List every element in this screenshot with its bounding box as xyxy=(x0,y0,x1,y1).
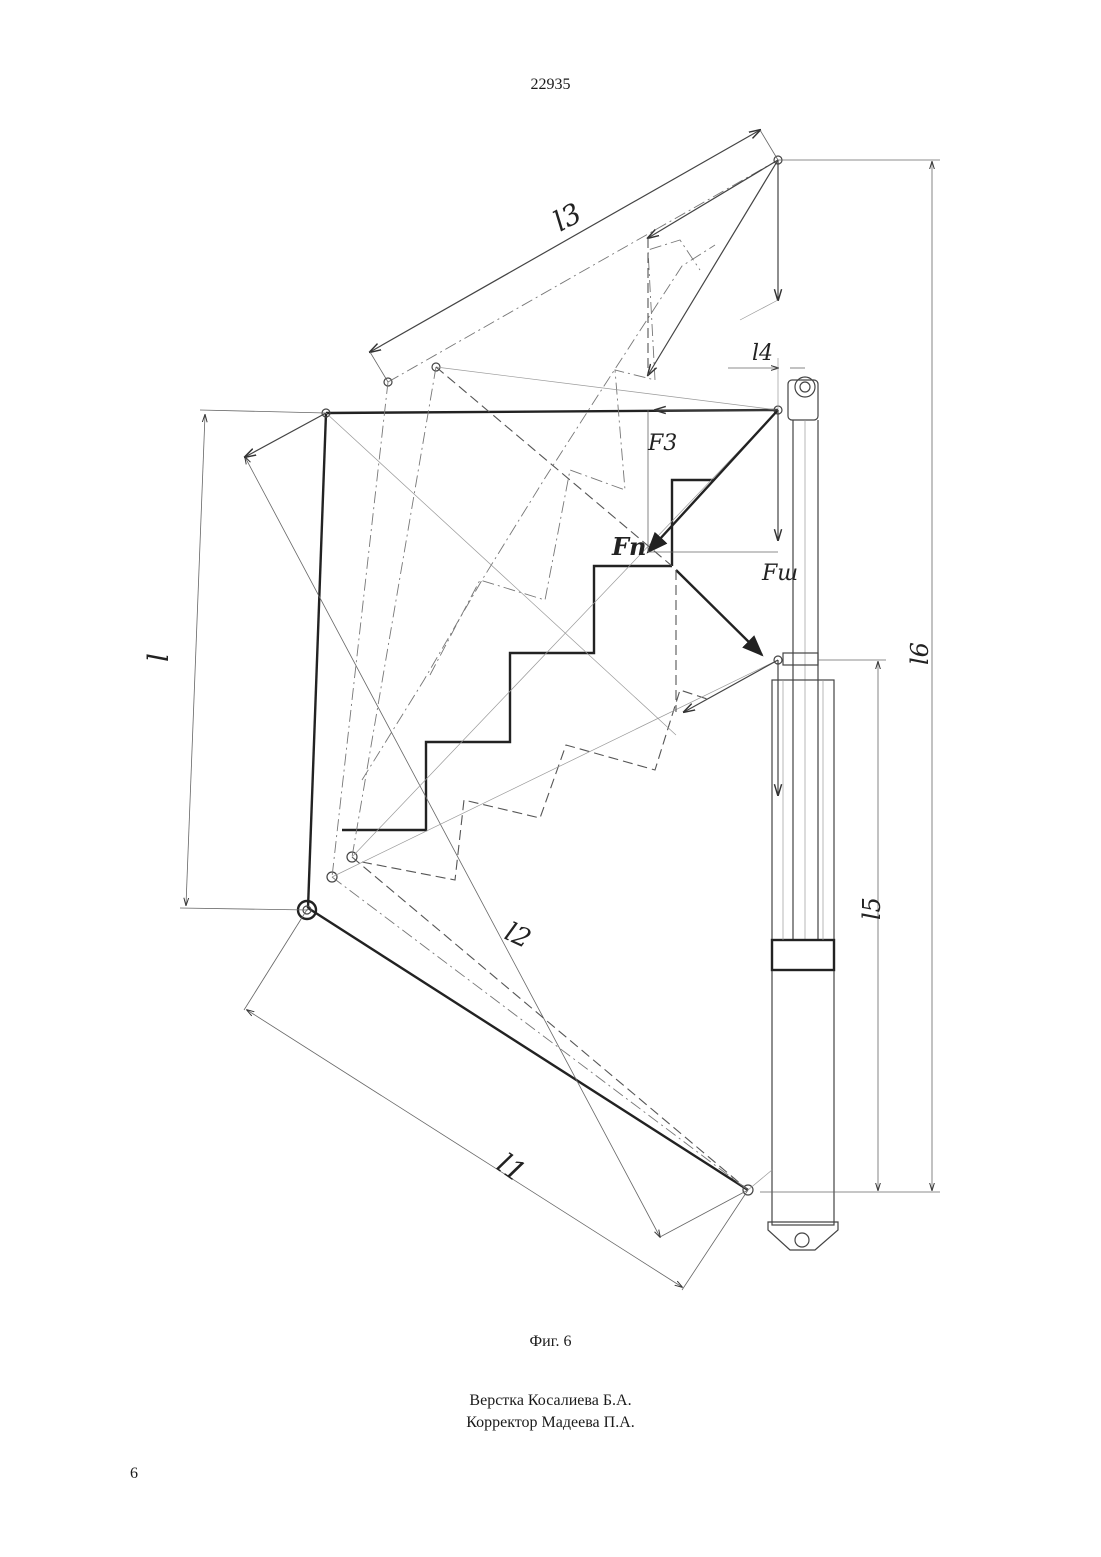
l3-ext-left xyxy=(370,352,388,382)
figure-caption: Фиг. 6 xyxy=(0,1333,1101,1351)
l1-dimension xyxy=(247,1010,682,1287)
corrector-credit: Корректор Мадеева П.А. xyxy=(0,1412,1101,1434)
diag-top-b xyxy=(436,367,778,410)
l-ext-bottom xyxy=(180,908,308,910)
label-l5: l5 xyxy=(858,897,886,920)
force-rod-arrow xyxy=(676,570,762,655)
rod-collar xyxy=(783,653,818,665)
base-link xyxy=(748,1170,772,1190)
dimensions xyxy=(180,130,940,1192)
l1-ext-left xyxy=(244,908,308,1010)
page-number: 6 xyxy=(130,1465,138,1483)
diag-lower-a xyxy=(352,857,748,1190)
diag-lower-b xyxy=(332,877,748,1190)
label-l6: l6 xyxy=(906,642,934,665)
diag-left-a xyxy=(352,367,436,857)
label-f3: F3 xyxy=(647,431,677,456)
credits: Верстка Косалиева Б.А. Корректор Мадеева… xyxy=(0,1390,1101,1434)
l2-ext xyxy=(660,1190,748,1237)
force-upper-h xyxy=(648,160,778,238)
l2-start-line xyxy=(245,413,326,457)
l3-ext-right xyxy=(760,130,778,160)
cylinder-barrel xyxy=(772,680,834,1225)
label-l1: l1 xyxy=(491,1147,532,1189)
label-fp: Fп xyxy=(611,532,647,561)
bottom-arm xyxy=(308,908,748,1190)
diag-left-b xyxy=(332,382,388,877)
stair-profile-dashdot xyxy=(362,245,715,780)
force-rod-h xyxy=(684,660,778,712)
l1-ext-right xyxy=(682,1190,748,1290)
force-vectors xyxy=(648,160,778,795)
force-upper-rect-bottom xyxy=(740,300,778,320)
rod-end-eye-inner xyxy=(800,382,810,392)
label-l2: l2 xyxy=(500,917,535,955)
label-l: l xyxy=(142,653,175,662)
l3-dimension xyxy=(370,130,760,352)
frame xyxy=(298,156,782,1195)
base-eye xyxy=(795,1233,809,1247)
layout-credit: Верстка Косалиева Б.А. xyxy=(0,1390,1101,1412)
stair-step-top xyxy=(672,480,714,566)
stair-profile-solid xyxy=(342,566,672,830)
l-dimension xyxy=(186,415,205,905)
left-post xyxy=(308,413,326,908)
piston xyxy=(772,940,834,970)
diag-rod-b xyxy=(352,410,778,857)
diag-top-left-mid xyxy=(326,413,676,735)
diag-top-a xyxy=(388,160,778,382)
label-l4: l4 xyxy=(752,341,773,366)
l-ext-top xyxy=(200,410,326,413)
cylinder-base xyxy=(768,1222,838,1250)
diag-rod-a xyxy=(332,660,778,877)
label-fsh: Fш xyxy=(761,561,798,586)
stair-zigzag-upper xyxy=(430,240,700,675)
rod-end-clevis xyxy=(788,380,818,420)
l2-dimension xyxy=(245,457,660,1237)
